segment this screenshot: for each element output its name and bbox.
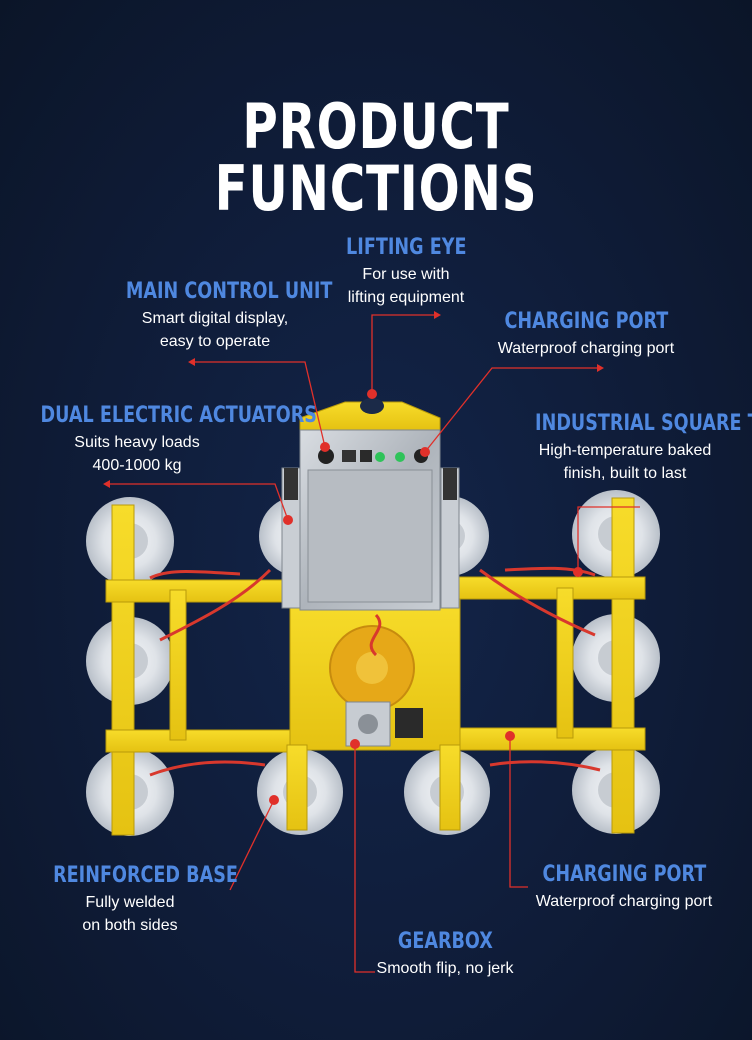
label-description: Fully welded on both sides [82, 894, 178, 935]
label-industrial-square-tube: INDUSTRIAL SQUARE TUBE High-temperature … [502, 411, 752, 485]
label-heading: INDUSTRIAL SQUARE TUBE [535, 411, 752, 436]
label-reinforced-base: REINFORCED BASE Fully welded on both sid… [30, 863, 238, 937]
label-description: Suits heavy loads 400-1000 kg [74, 434, 200, 475]
callout-lines [110, 314, 640, 973]
page-title: PRODUCT FUNCTIONS [214, 90, 538, 225]
label-heading: REINFORCED BASE [53, 863, 238, 888]
callout-markers [103, 311, 604, 805]
label-heading: CHARGING PORT [542, 862, 706, 887]
label-description: For use with lifting equipment [347, 266, 465, 307]
label-heading: DUAL ELECTRIC ACTUATORS [40, 403, 317, 428]
label-lifting-eye: LIFTING EYE For use with lifting equipme… [296, 235, 516, 309]
label-heading: GEARBOX [397, 929, 493, 954]
label-heading: LIFTING EYE [345, 235, 467, 260]
label-description: Smooth flip, no jerk [376, 960, 514, 978]
gearbox [329, 625, 423, 747]
air-hoses [149, 566, 601, 777]
electric-actuators [281, 467, 460, 609]
label-gearbox: GEARBOX Smooth flip, no jerk [360, 929, 530, 980]
label-charging-port-top: CHARGING PORT Waterproof charging port [476, 309, 696, 360]
lifting-eye-hole [360, 398, 384, 414]
label-charging-port-bottom: CHARGING PORT Waterproof charging port [518, 862, 730, 913]
label-description: Smart digital display, easy to operate [141, 310, 289, 351]
label-description: Waterproof charging port [535, 893, 713, 911]
label-description: High-temperature baked finish, built to … [538, 442, 712, 483]
label-main-control-unit: MAIN CONTROL UNIT Smart digital display,… [100, 279, 333, 353]
label-description: Waterproof charging port [497, 340, 675, 358]
control-box [299, 429, 441, 611]
label-heading: MAIN CONTROL UNIT [125, 279, 333, 304]
label-dual-electric-actuators: DUAL ELECTRIC ACTUATORS Suits heavy load… [6, 403, 317, 477]
label-heading: CHARGING PORT [504, 309, 668, 334]
